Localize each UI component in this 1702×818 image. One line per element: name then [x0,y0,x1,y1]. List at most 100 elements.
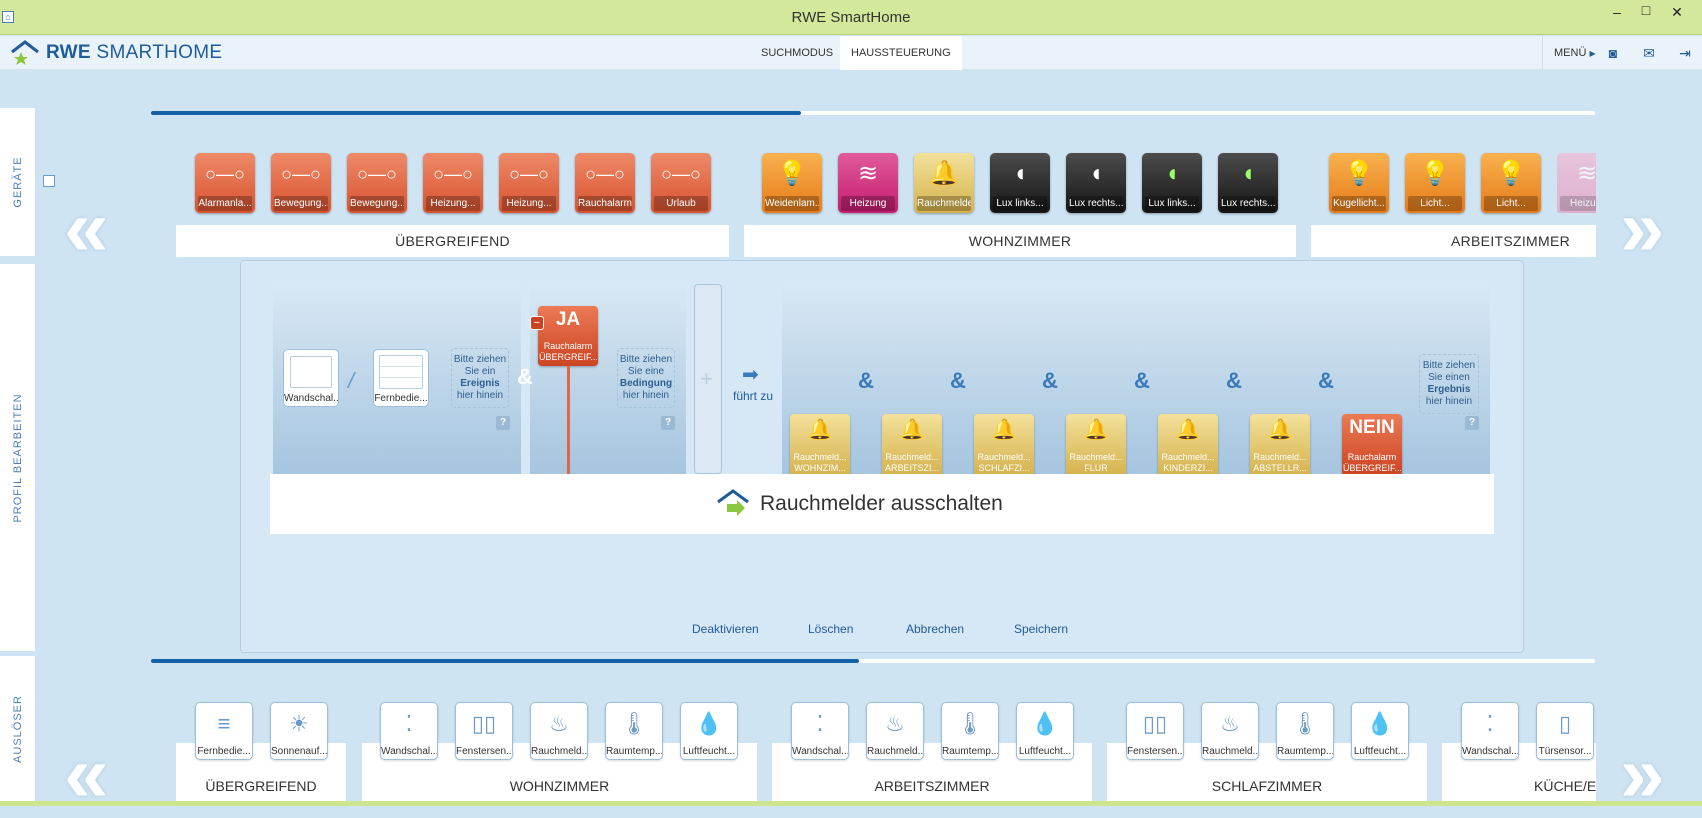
add-block-zone[interactable] [694,284,722,474]
result-rauchmelder[interactable]: 🔔Rauchmeld...ARBEITSZI... [882,414,942,476]
trigger-tile[interactable]: ▯Türsensor... [1536,702,1594,760]
trigger-tile[interactable]: ▯▯Fenstersen... [1126,702,1184,760]
trigger-tile[interactable]: ♨Rauchmeld... [866,702,924,760]
device-tile[interactable]: ≋Heizu... [1557,153,1596,213]
devices-scroll-track[interactable] [151,111,1595,115]
result-rauchmelder[interactable]: 🔔Rauchmeld...ABSTELLR... [1250,414,1310,476]
device-tile[interactable]: ○—○Bewegung... [271,153,331,213]
result-rauchmelder[interactable]: 🔔Rauchmeld...FLUR [1066,414,1126,476]
arrow-right-icon: ➡ [742,364,759,386]
device-tile[interactable]: ○—○Heizung... [423,153,483,213]
bell-icon: 🔔 [929,160,959,187]
device-tile[interactable]: ○—○Alarmanla... [195,153,255,213]
switch-icon: ⁚ [405,711,413,736]
bell-icon: 🔔 [1267,419,1293,441]
triggers-scroll-left-icon[interactable]: « [64,729,109,818]
device-tile[interactable]: ◖Lux rechts... [1218,153,1278,213]
sidebar-tab-ausloeser[interactable]: AUSLÖSER [0,656,36,801]
toggle-icon: ○—○ [661,164,701,184]
sidebar-tab-geraete[interactable]: GERÄTE [0,108,36,256]
device-tile[interactable]: ◖Lux links... [1142,153,1202,213]
rwe-logo: RWE SMARTHOME [10,40,222,66]
device-tile[interactable]: ○—○Rauchalarm [575,153,635,213]
result-rauchmelder[interactable]: 🔔Rauchmeld...SCHLAFZI... [974,414,1034,476]
profile-name[interactable]: Rauchmelder ausschalten [760,492,1003,515]
deactivate-link[interactable]: Deaktivieren [692,622,759,636]
minimize-button[interactable]: – [1613,4,1621,20]
result-help-icon[interactable]: ? [1465,416,1479,430]
delete-link[interactable]: Löschen [808,622,854,636]
device-tile[interactable]: 💡Weidenlam... [762,153,822,213]
trigger-tile[interactable]: ⁚Wandschal... [380,702,438,760]
device-tile[interactable]: ◖Lux links... [990,153,1050,213]
tab-haussteuerung[interactable]: HAUSSTEUERUNG [840,36,962,70]
device-tile[interactable]: ○—○Bewegung... [347,153,407,213]
trigger-wandschalter[interactable]: Wandschal... [283,349,339,407]
result-rauchmelder[interactable]: 🔔Rauchmeld...KINDERZI... [1158,414,1218,476]
devices-scroll-thumb[interactable] [151,111,801,115]
bell-icon: 🔔 [899,419,925,441]
trigger-tile[interactable]: ▯▯Fenstersen... [455,702,513,760]
menu-button[interactable]: MENÜ ▶ [1542,36,1596,70]
close-button[interactable]: ✕ [1671,4,1683,20]
color-lamp-icon: ◖ [1164,160,1180,187]
trigger-tile[interactable]: 💧Luftfeucht... [680,702,738,760]
tab-suchmodus[interactable]: SUCHMODUS [761,47,834,59]
trigger-tile[interactable]: ♨Rauchmeld... [1201,702,1259,760]
scroll-left-arrow-icon[interactable]: « [64,183,109,272]
bottom-accent-bar [0,801,1702,806]
trigger-tile[interactable]: ⁚Wandschal... [1461,702,1519,760]
logout-icon[interactable]: ⇥ [1679,45,1691,61]
mail-icon[interactable]: ✉ [1643,45,1655,61]
bulb-icon: 💡 [1496,160,1526,187]
trigger-tile[interactable]: 💧Luftfeucht... [1351,702,1409,760]
triggers-scroll-right-icon[interactable]: » [1620,729,1665,818]
device-tile[interactable]: ○—○Urlaub [651,153,711,213]
wall-switch-icon [290,356,332,388]
save-link[interactable]: Speichern [1014,622,1069,636]
event-help-icon[interactable]: ? [496,416,510,430]
leads-to-label: führt zu [733,389,774,403]
trigger-tile[interactable]: 🌡Raumtemp... [941,702,999,760]
add-block-icon[interactable]: + [700,366,713,391]
trigger-tile[interactable]: ☀Sonnenauf... [270,702,328,760]
device-tile[interactable]: 💡Licht... [1481,153,1541,213]
condition-help-icon[interactable]: ? [661,416,675,430]
humidity-icon: 💧 [695,711,723,736]
maximize-button[interactable]: □ [1641,2,1651,18]
remove-condition-icon[interactable]: − [530,316,544,330]
device-tile[interactable]: ○—○Heizung... [499,153,559,213]
scroll-right-arrow-icon[interactable]: » [1620,183,1665,272]
device-tile[interactable]: 💡Licht... [1405,153,1465,213]
triggers-scroll-thumb[interactable] [151,659,859,663]
device-tile[interactable]: ≋Heizung [838,153,898,213]
trigger-tile[interactable]: ♨Rauchmeld... [530,702,588,760]
window-titlebar: ⌂ RWE SmartHome – □ ✕ [0,0,1702,35]
trigger-tile[interactable]: 🌡Raumtemp... [605,702,663,760]
trigger-tile[interactable]: 💧Luftfeucht... [1016,702,1074,760]
collapse-icon[interactable] [43,175,55,187]
device-tile[interactable]: ◖Lux rechts... [1066,153,1126,213]
device-tile[interactable]: 💡Kugellicht... [1329,153,1389,213]
device-tile[interactable]: 🔔Rauchmelder [914,153,974,213]
trigger-tile[interactable]: ≡Fernbedie... [195,702,253,760]
trigger-fernbedienung[interactable]: Fernbedie... [373,349,429,407]
top-navigation: RWE SMARTHOME SUCHMODUS HAUSSTEUERUNG ME… [0,36,1702,70]
triggers-scroll-track[interactable] [151,659,1595,663]
result-rauchmelder[interactable]: 🔔Rauchmeld...WOHNZIM... [790,414,850,476]
trigger-tile[interactable]: ⁚Wandschal... [791,702,849,760]
toggle-icon: ○—○ [205,164,245,184]
trigger-tile[interactable]: 🌡Raumtemp... [1276,702,1334,760]
and-separator: & [950,368,966,393]
sunrise-icon: ☀ [289,711,309,736]
humidity-icon: 💧 [1031,711,1059,736]
remote-icon [379,355,423,389]
cancel-link[interactable]: Abbrechen [906,622,965,636]
sidebar-tab-profil[interactable]: PROFIL BEARBEITEN [0,264,36,651]
user-icon[interactable]: ◙ [1608,45,1618,61]
